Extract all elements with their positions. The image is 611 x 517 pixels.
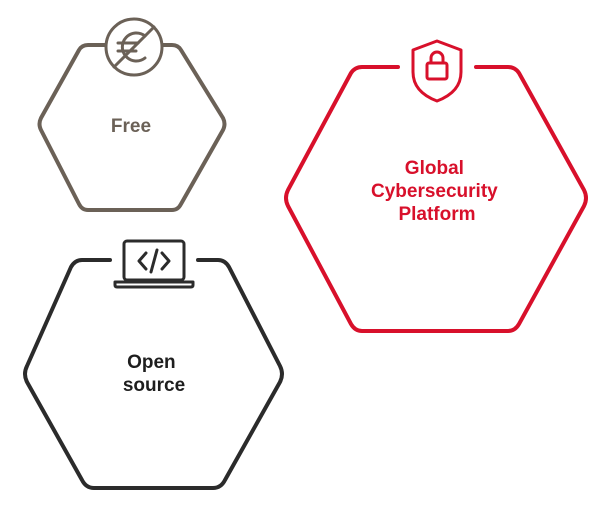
free-label: Free — [111, 116, 151, 137]
platform-label: Global Cybersecurity Platform — [371, 158, 503, 225]
open-source-label-line-1: Open — [127, 352, 176, 373]
platform-label-line-1: Global — [405, 158, 464, 179]
no-euro-icon — [104, 17, 164, 77]
free-hexagon — [37, 43, 227, 212]
platform-label-line-3: Platform — [398, 204, 475, 225]
open-source-node: Open source — [23, 238, 284, 490]
open-source-label: Open source — [123, 352, 185, 396]
open-source-hexagon — [23, 258, 284, 490]
shield-lock-icon — [411, 39, 463, 103]
open-source-label-line-2: source — [123, 375, 185, 396]
platform-hexagon — [284, 65, 588, 333]
free-node: Free — [37, 17, 227, 212]
platform-label-line-2: Cybersecurity — [371, 181, 498, 202]
platform-node: Global Cybersecurity Platform — [284, 39, 588, 333]
laptop-code-icon — [112, 238, 196, 290]
